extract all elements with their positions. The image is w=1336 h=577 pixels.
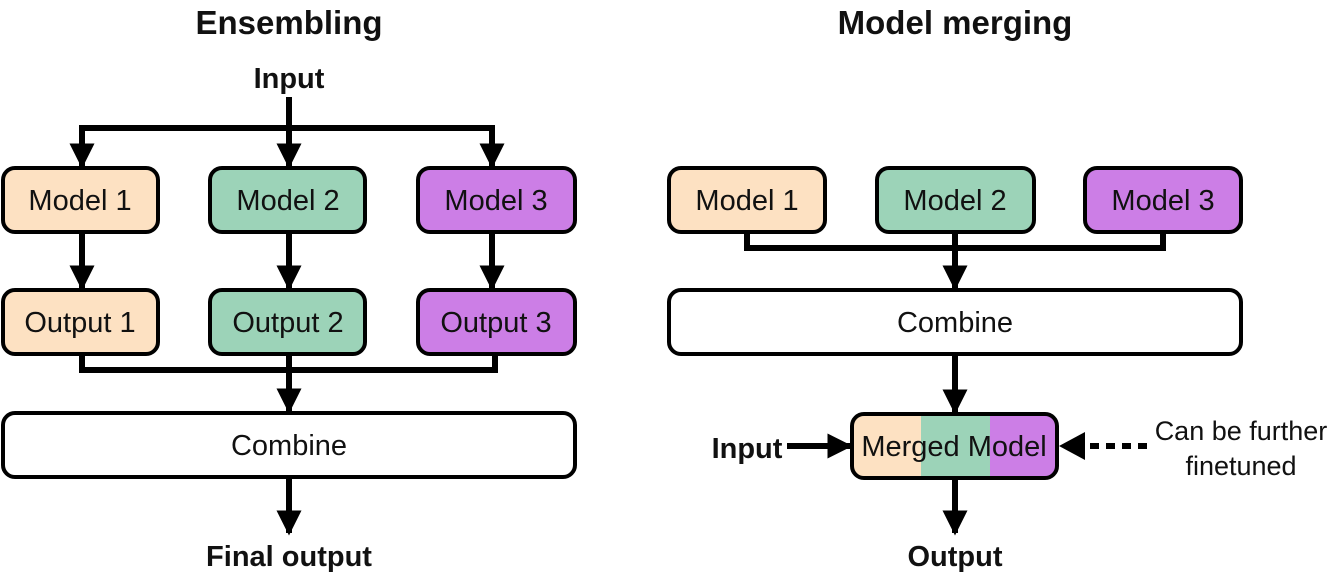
merged-model-label: Merged Model — [861, 431, 1046, 463]
merging-title: Model merging — [838, 4, 1073, 41]
ens-model1-box — [1, 166, 160, 234]
merge-input-label: Input — [712, 433, 783, 465]
ens-output2-label: Output 2 — [232, 307, 343, 339]
merged-model-fill — [852, 414, 1057, 478]
ens-combine-box — [1, 411, 577, 479]
merging-panel: Model merging Model 1 Model 2 Model 3 Co… — [667, 4, 1328, 573]
merge-model1-label: Model 1 — [695, 185, 798, 217]
final-output-label: Final output — [206, 541, 372, 573]
ens-output3-label: Output 3 — [440, 307, 551, 339]
merge-combine-label: Combine — [897, 307, 1013, 339]
merge-model3-label: Model 3 — [1111, 185, 1214, 217]
ens-model1-label: Model 1 — [28, 185, 131, 217]
finetune-note-line2: finetuned — [1185, 451, 1296, 481]
ens-model2-box — [208, 166, 367, 234]
merge-model2-label: Model 2 — [903, 185, 1006, 217]
finetune-note-line1: Can be further — [1155, 416, 1328, 446]
ensembling-title: Ensembling — [195, 4, 382, 41]
finetune-arrowhead — [1059, 432, 1085, 460]
ensembling-input-label: Input — [254, 63, 325, 95]
ens-model3-box — [416, 166, 577, 234]
ens-model2-label: Model 2 — [236, 185, 339, 217]
ens-output1-label: Output 1 — [24, 307, 135, 339]
ens-combine-label: Combine — [231, 430, 347, 462]
merge-output-label: Output — [907, 541, 1002, 573]
ens-model3-label: Model 3 — [444, 185, 547, 217]
ensembling-panel: Ensembling Input Model 1 Model 2 Model 3… — [1, 4, 577, 573]
